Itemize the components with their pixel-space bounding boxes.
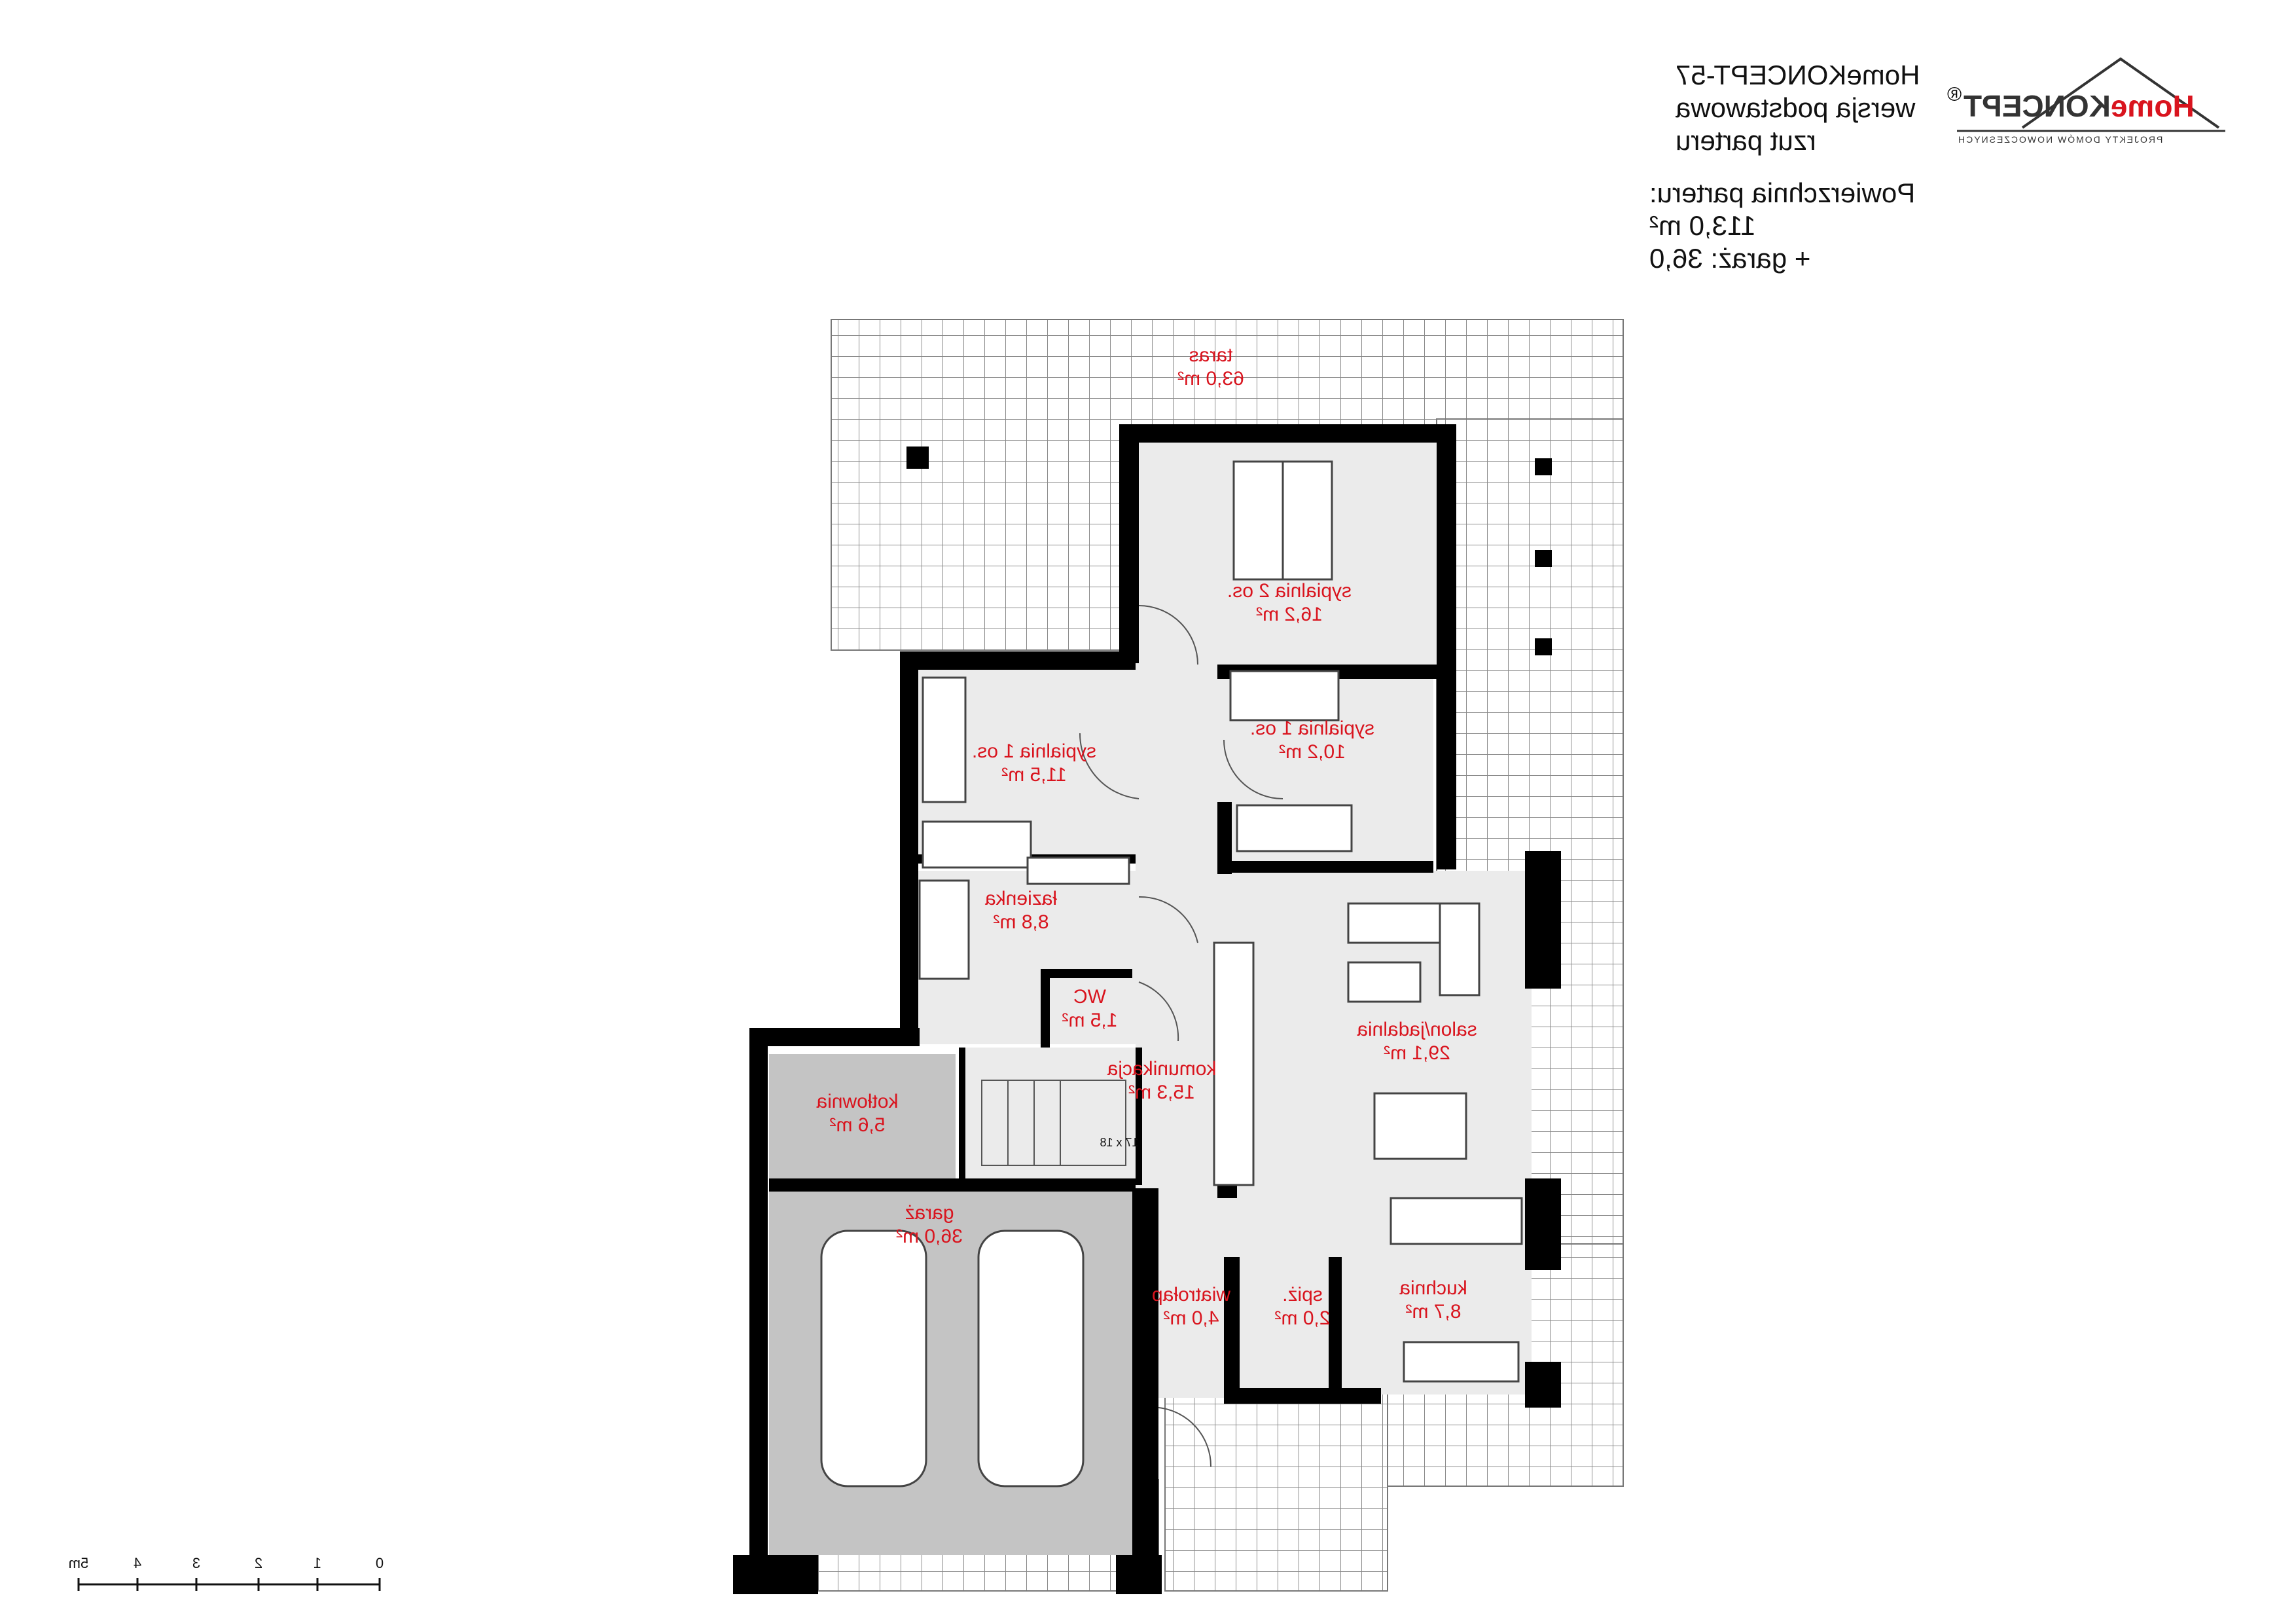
doors xyxy=(981,605,1283,1467)
area-label: Powierzchnia parteru: xyxy=(1649,177,1916,208)
bathtub xyxy=(918,879,970,980)
variant-label: wersja podstawowa xyxy=(1676,92,1916,123)
room-label-sypialnia-1os-left: sypialnia 1 os.11,5 m² xyxy=(971,740,1097,786)
scale-tick-5m: 5m xyxy=(68,1555,89,1571)
area-block: Powierzchnia parteru: 113,0 m² + garaż: … xyxy=(1649,177,1950,275)
scale-tick-3: 3 xyxy=(192,1555,201,1571)
vanity xyxy=(1026,856,1130,885)
logo-roof-mark xyxy=(2021,57,2220,129)
tagline-text: PROJEKTY DOMÓW NOWOCZESNYCH xyxy=(1957,134,2163,145)
stairs-note: 17 x 18 xyxy=(1100,1136,1139,1149)
kitchen-sink-counter xyxy=(1403,1341,1520,1383)
title-block: HomeKONCEPT-57 wersja podstawowa rzut pa… xyxy=(1676,59,1950,157)
logo-koncept: KONCEPT xyxy=(1964,89,2111,123)
scale-tick-2: 2 xyxy=(254,1555,263,1571)
scale-tick-0: 0 xyxy=(375,1555,384,1571)
wardrobe-right xyxy=(1229,670,1340,721)
car-right xyxy=(977,1230,1085,1487)
wardrobe-left xyxy=(922,820,1032,869)
dining-table xyxy=(1373,1092,1467,1160)
garage-line: + garaż: 36,0 xyxy=(1649,243,1811,274)
room-label-spiz: spiż.2,0 m² xyxy=(1274,1284,1331,1329)
car-left xyxy=(820,1230,927,1487)
area-value: 113,0 m² xyxy=(1649,210,1756,241)
logo: HomeKONCEPT xyxy=(1964,88,2195,124)
kitchen-island xyxy=(1213,941,1255,1186)
kitchen-counter xyxy=(1390,1197,1523,1245)
coffee-table xyxy=(1347,961,1422,1003)
logo-home: Home xyxy=(2110,89,2195,123)
scale-bar xyxy=(77,1578,381,1591)
logo-reg: ® xyxy=(1947,84,1962,106)
room-label-sypialnia-2os: sypialnia 2 os.16,2 m² xyxy=(1227,580,1352,625)
furniture xyxy=(820,460,1523,1487)
scale-tick-1: 1 xyxy=(313,1555,322,1571)
single-bed-left xyxy=(922,676,967,803)
sheet-label: rzut parteru xyxy=(1676,125,1816,156)
registered-mark: ® xyxy=(1947,84,1962,105)
project-name: HomeKONCEPT-57 xyxy=(1676,60,1920,90)
room-label-sypialnia-1os-right: sypialnia 1 os.10,2 m² xyxy=(1249,718,1375,763)
single-bed-right xyxy=(1236,804,1353,852)
logo-tagline: PROJEKTY DOMÓW NOWOCZESNYCH xyxy=(1957,134,2162,145)
scale-tick-4: 4 xyxy=(133,1555,142,1571)
